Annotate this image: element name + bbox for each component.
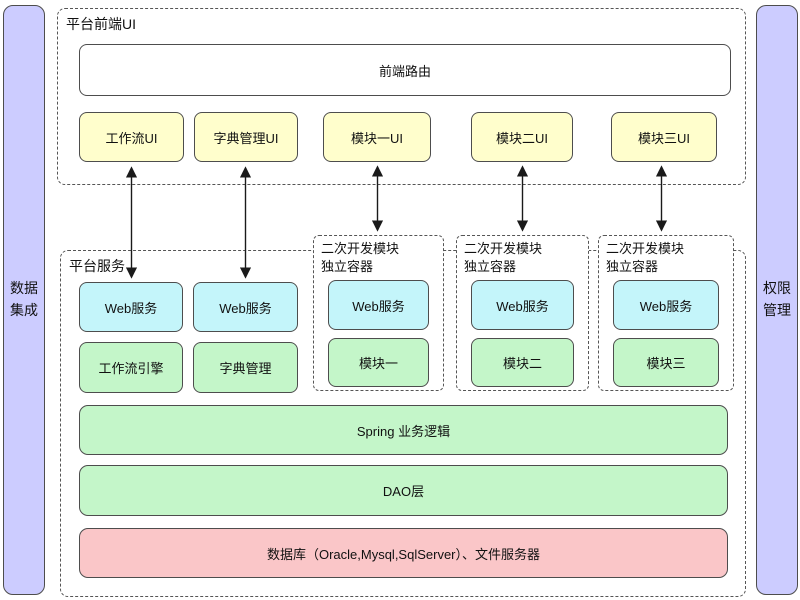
ui-tile-workflow: 工作流UI bbox=[79, 112, 184, 162]
module-container-3: 二次开发模块 独立容器 Web服务 模块三 bbox=[598, 235, 734, 391]
dao-layer-box: DAO层 bbox=[79, 465, 728, 516]
database-layer-box: 数据库（Oracle,Mysql,SqlServer）、文件服务器 bbox=[79, 528, 728, 578]
module-container-3-title-line1: 二次开发模块 bbox=[606, 241, 685, 256]
ui-tile-module2: 模块二UI bbox=[471, 112, 573, 162]
module-container-1-title-line1: 二次开发模块 bbox=[321, 241, 400, 256]
module-container-3-module: 模块三 bbox=[613, 338, 719, 387]
workflow-engine-box: 工作流引擎 bbox=[79, 342, 183, 393]
data-integration-bar: 数据 集成 bbox=[3, 5, 45, 595]
spring-logic-layer-box: Spring 业务逻辑 bbox=[79, 405, 728, 455]
ui-tile-dictionary: 字典管理UI bbox=[194, 112, 298, 162]
data-integration-line2: 集成 bbox=[10, 302, 38, 318]
frontend-ui-container: 平台前端UI bbox=[57, 8, 746, 185]
ui-tile-module3: 模块三UI bbox=[611, 112, 717, 162]
data-integration-line1: 数据 bbox=[10, 280, 38, 297]
module-container-3-web-service: Web服务 bbox=[613, 280, 719, 330]
frontend-router-box: 前端路由 bbox=[79, 44, 731, 96]
permission-line2: 管理 bbox=[763, 302, 791, 318]
ui-tile-module1: 模块一UI bbox=[323, 112, 431, 162]
module-container-1: 二次开发模块 独立容器 Web服务 模块一 bbox=[313, 235, 444, 391]
module-container-3-title-line2: 独立容器 bbox=[606, 258, 659, 274]
platform-services-title: 平台服务 bbox=[69, 258, 125, 274]
dictionary-mgmt-box: 字典管理 bbox=[193, 342, 298, 393]
module-container-1-title: 二次开发模块 独立容器 bbox=[321, 240, 399, 275]
module-container-1-web-service: Web服务 bbox=[328, 280, 429, 330]
module-container-2-web-service: Web服务 bbox=[471, 280, 574, 330]
module-container-2-title: 二次开发模块 独立容器 bbox=[464, 240, 542, 275]
permission-management-bar: 权限 管理 bbox=[756, 5, 798, 595]
module-container-2-module: 模块二 bbox=[471, 338, 574, 387]
permission-management-label: 权限 管理 bbox=[763, 278, 791, 321]
module-container-3-title: 二次开发模块 独立容器 bbox=[606, 240, 684, 275]
module-container-1-title-line2: 独立容器 bbox=[321, 258, 374, 274]
permission-line1: 权限 bbox=[763, 280, 791, 297]
module-container-2-title-line1: 二次开发模块 bbox=[464, 241, 543, 256]
module-container-2-title-line2: 独立容器 bbox=[464, 258, 517, 274]
data-integration-label: 数据 集成 bbox=[10, 278, 38, 321]
web-service-box-1: Web服务 bbox=[79, 282, 183, 332]
frontend-ui-title: 平台前端UI bbox=[66, 16, 136, 32]
web-service-box-2: Web服务 bbox=[193, 282, 298, 332]
module-container-1-module: 模块一 bbox=[328, 338, 429, 387]
module-container-2: 二次开发模块 独立容器 Web服务 模块二 bbox=[456, 235, 589, 391]
